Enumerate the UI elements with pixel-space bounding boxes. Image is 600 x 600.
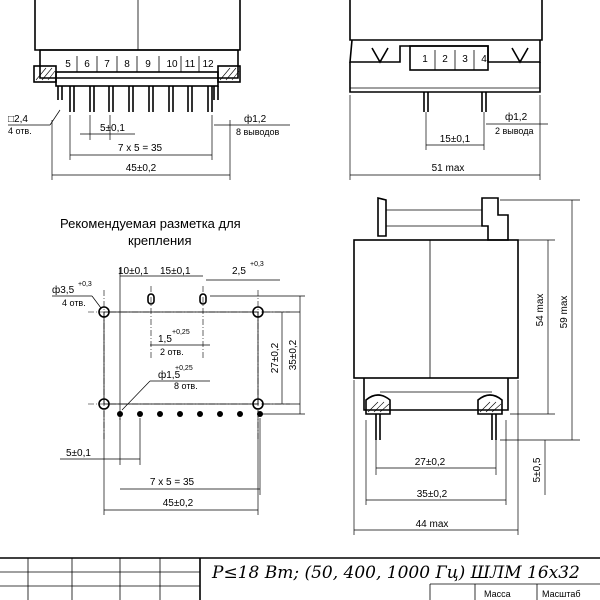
side-pin-count: 2 вывода — [495, 126, 534, 136]
layout-hole-diameter: ф3,5 — [52, 284, 75, 296]
end-pin — [375, 414, 381, 440]
scale-label: Масштаб — [542, 589, 581, 599]
handwritten-note: P≤18 Вт; (50, 400, 1000 Гц) ШЛМ 16x32 — [211, 563, 580, 583]
layout-offset-b: 15±0,1 — [160, 266, 191, 277]
front-width-label: 45±0,2 — [126, 163, 157, 174]
layout-hole-diameter-tol: +0,3 — [78, 281, 92, 288]
side-pin-block — [409, 45, 489, 71]
front-right-clamp — [217, 65, 241, 83]
end-width-44: 44 max — [416, 519, 449, 530]
side-pin-number: 4 — [481, 54, 487, 65]
layout-slot-len-tol: +0,25 — [172, 329, 190, 336]
side-body-outline — [349, 0, 543, 41]
layout-pin-hole: ф1,5 — [158, 369, 181, 381]
side-base — [349, 62, 541, 93]
front-pin-plate — [55, 71, 219, 87]
layout-slot-width-tol: +0,3 — [250, 261, 264, 268]
front-span-label: 7 x 5 = 35 — [118, 143, 163, 154]
layout-width-label: 45±0,2 — [163, 498, 194, 509]
front-body-outline — [34, 0, 241, 51]
front-pin-number: 12 — [202, 59, 214, 70]
side-pin-diameter: ф1,2 — [505, 111, 528, 123]
end-bobbin — [363, 378, 509, 411]
end-width-27: 27±0,2 — [415, 457, 446, 468]
front-left-clamp — [33, 65, 57, 83]
front-pin-diameter: ф1,2 — [244, 113, 267, 125]
front-bobbin-flange — [39, 49, 239, 79]
end-core — [353, 239, 519, 379]
side-pin-number: 1 — [422, 54, 428, 65]
layout-slot-len: 1,5 — [158, 334, 172, 345]
front-square-count: 4 отв. — [8, 126, 32, 136]
layout-hole-count: 4 отв. — [62, 298, 86, 308]
end-clamp-right — [477, 394, 503, 415]
pin-hole-row — [117, 411, 263, 417]
front-pitch-label: 5±0,1 — [100, 123, 125, 134]
front-pin-count: 8 выводов — [236, 127, 280, 137]
layout-span-label: 7 x 5 = 35 — [150, 477, 195, 488]
layout-height-outer: 35±0,2 — [288, 339, 299, 370]
side-pin-number: 2 — [442, 54, 448, 65]
side-pin — [423, 92, 429, 112]
end-bracket-right — [481, 197, 509, 241]
layout-title-line1: Рекомендуемая разметка для — [60, 216, 241, 231]
layout-slot-width: 2,5 — [232, 266, 246, 277]
side-pitch-label: 15±0,1 — [440, 134, 471, 145]
front-pin-number: 6 — [84, 59, 90, 70]
end-view: 54 max 59 max 5±0,5 27±0,2 35±0,2 44 max — [353, 196, 580, 535]
layout-slot-count: 2 отв. — [160, 347, 184, 357]
layout-title-line2: крепления — [128, 233, 191, 248]
side-width-label: 51 max — [432, 163, 465, 174]
front-pin-number: 9 — [145, 59, 151, 70]
front-pin-number: 8 — [124, 59, 130, 70]
front-pin-number: 5 — [65, 59, 71, 70]
front-pins — [57, 86, 219, 112]
layout-offset-a: 10±0,1 — [118, 266, 149, 277]
front-pin-callout: ф1,2 8 выводов — [214, 113, 290, 137]
end-height-54: 54 max — [535, 294, 546, 327]
front-pin-number: 7 — [104, 59, 110, 70]
end-width-35: 35±0,2 — [417, 489, 448, 500]
end-pin — [491, 414, 497, 440]
layout-view: 10±0,1 15±0,1 2,5 +0,3 ф3,5 +0,3 4 отв. … — [52, 261, 305, 515]
front-square-label: □2,4 — [8, 114, 28, 125]
front-pin-number: 10 — [166, 59, 178, 70]
side-view: 1 2 3 4 ф1,2 2 вывода 15±0,1 51 max — [349, 0, 548, 180]
layout-pin-hole-tol: +0,25 — [175, 365, 193, 372]
front-view: 5 6 7 8 9 10 11 12 □2,4 4 — [8, 0, 290, 180]
end-clamp-left — [365, 394, 391, 415]
title-block: P≤18 Вт; (50, 400, 1000 Гц) ШЛМ 16x32 Ма… — [0, 557, 600, 600]
side-pin — [481, 92, 487, 112]
mass-label: Масса — [484, 589, 511, 599]
layout-pin-hole-count: 8 отв. — [174, 381, 198, 391]
front-pin-number: 11 — [185, 59, 196, 70]
layout-pitch-label: 5±0,1 — [66, 448, 91, 459]
end-pin-height: 5±0,5 — [532, 457, 543, 482]
end-bracket-left — [377, 196, 387, 237]
layout-height-inner: 27±0,2 — [270, 342, 281, 373]
side-pin-number: 3 — [462, 54, 468, 65]
end-height-59: 59 max — [559, 296, 570, 329]
